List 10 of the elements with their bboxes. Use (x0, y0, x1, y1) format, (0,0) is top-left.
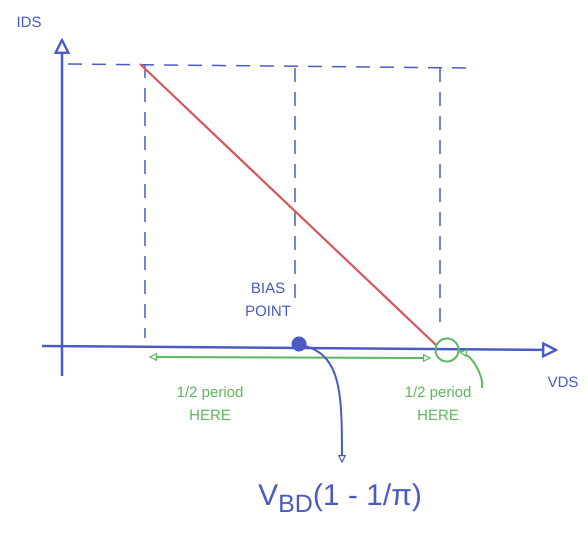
point-label: BIAS POINT (244, 279, 292, 322)
formula-text: V$_{BD}$(1 - 1/π) (240, 466, 440, 526)
arrow (459, 350, 484, 388)
arrow (304, 345, 346, 463)
annotation-text: 1/2 period HERE (176, 383, 244, 426)
circle-marker (434, 337, 460, 363)
annotation-text: 1/2 period HERE (400, 382, 476, 432)
bias-point-dot (291, 336, 307, 352)
axis-label: VDS (546, 373, 580, 393)
axis-label: IDS (15, 13, 42, 33)
